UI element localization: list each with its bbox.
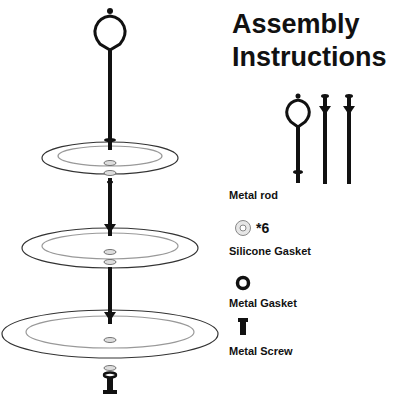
metal-gasket-icon: [238, 278, 249, 289]
crown-handle: [95, 8, 125, 150]
part-name: Metal Gasket: [229, 296, 297, 310]
part-name: Metal rod: [229, 188, 278, 202]
bottom-plate: [2, 310, 218, 358]
gasket: [104, 260, 116, 265]
rod-icons: [287, 94, 355, 185]
part-name: Silicone Gasket: [229, 244, 311, 258]
silicone-gasket-icon: [236, 221, 251, 236]
screw: [103, 373, 117, 395]
gasket: [104, 338, 116, 343]
metal-screw-icon: [238, 318, 248, 335]
quantity: *6: [256, 220, 269, 236]
gasket: [104, 366, 116, 371]
gasket: [104, 250, 116, 255]
gasket: [104, 161, 116, 166]
middle-plate-rim: [42, 233, 178, 259]
title: Assembly Instructions: [232, 8, 397, 74]
gasket: [104, 171, 116, 176]
middle-rod: [104, 178, 116, 236]
part-name: Metal Screw: [229, 344, 293, 358]
bottom-rod: [104, 267, 116, 324]
